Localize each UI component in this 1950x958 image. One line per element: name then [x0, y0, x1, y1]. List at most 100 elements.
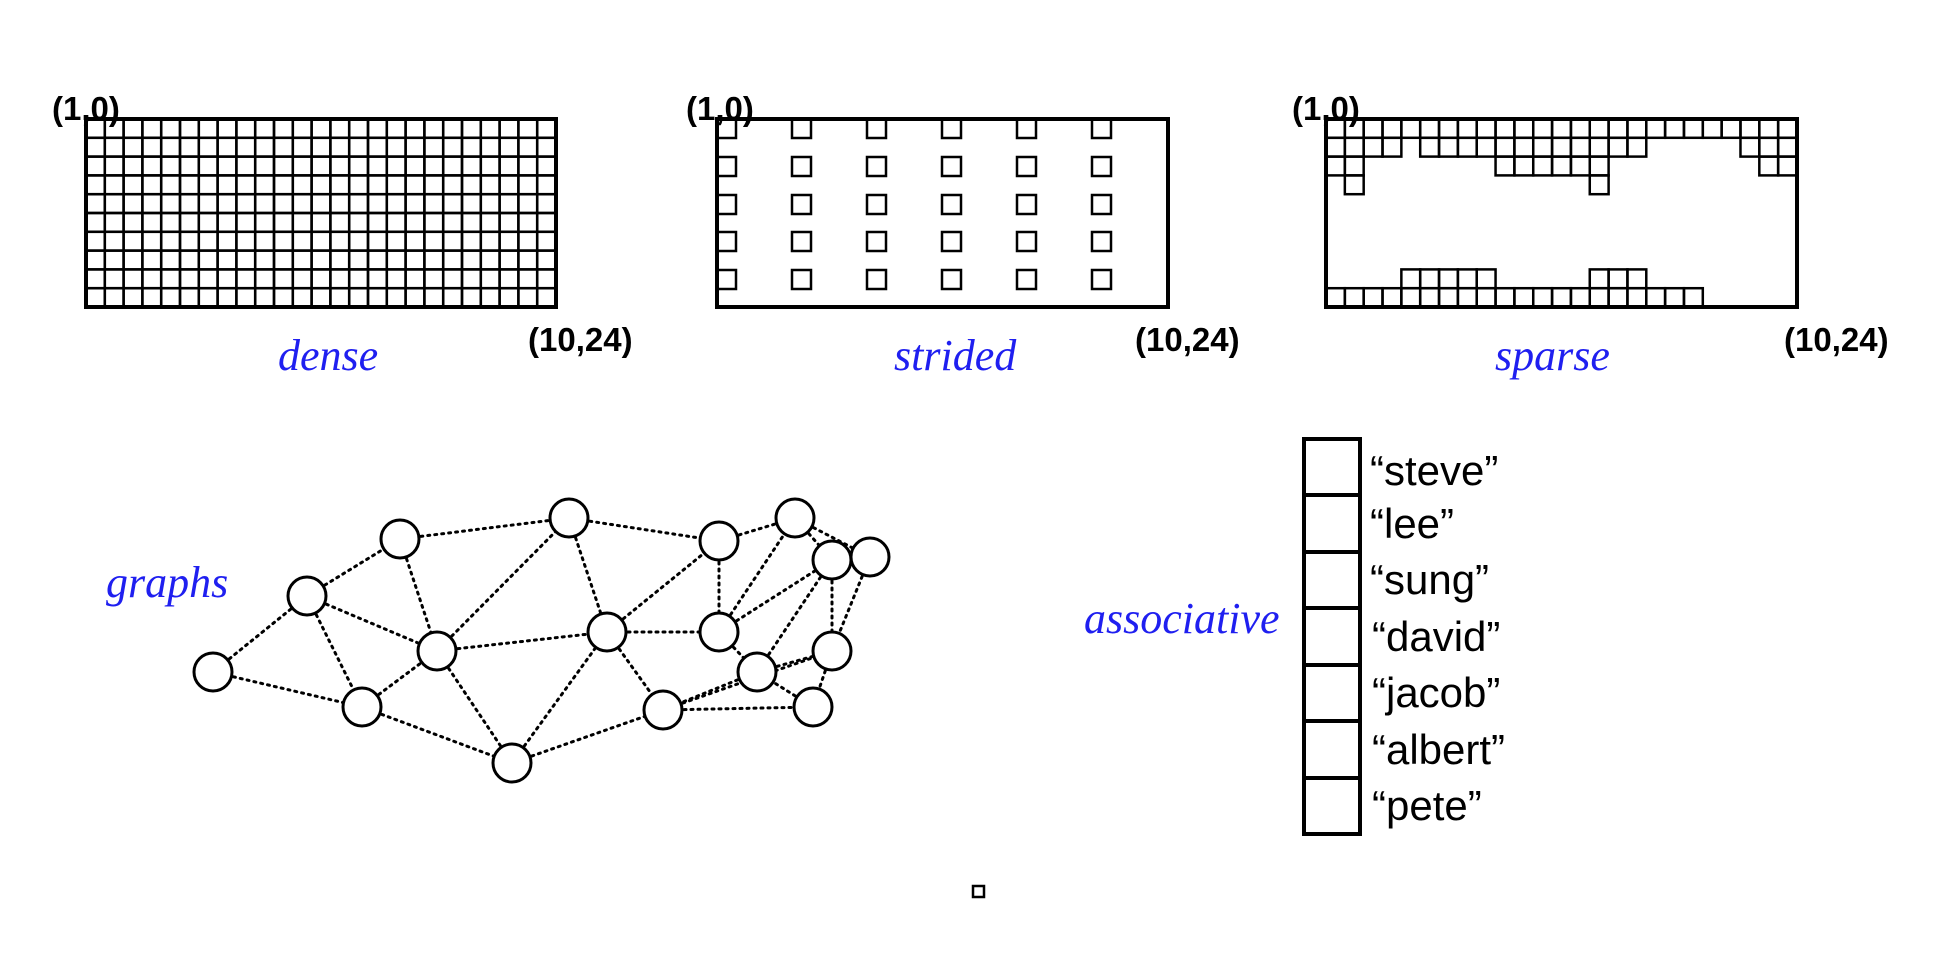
dense-cell — [347, 286, 370, 309]
sparse-cell — [1513, 117, 1535, 140]
dense-cell — [272, 155, 295, 177]
dense-cell — [178, 211, 201, 234]
dense-cell — [347, 117, 370, 140]
dense-cell — [291, 211, 313, 234]
dense-cell — [441, 136, 464, 158]
strided-cell — [865, 155, 888, 178]
strided-cell — [1090, 268, 1113, 291]
dense-cell — [84, 230, 107, 252]
sparse-cell — [1531, 155, 1554, 177]
dense-cell — [498, 211, 520, 234]
dense-cell — [347, 136, 370, 158]
dense-cell — [197, 117, 219, 140]
dense-cell — [310, 155, 332, 177]
sparse-cell — [1418, 268, 1441, 290]
strided-cell — [1090, 117, 1113, 140]
sparse-cell — [1456, 117, 1478, 140]
graph-node — [491, 742, 533, 784]
dense-cell — [235, 230, 257, 252]
dense-cell — [385, 249, 407, 271]
associative-slot — [1302, 719, 1362, 780]
sparse-cell — [1758, 136, 1780, 158]
dense-cell — [423, 268, 445, 290]
dense-cell — [291, 136, 313, 158]
dense-cell — [84, 286, 107, 309]
dense-cell — [122, 249, 144, 271]
dense-cell — [141, 174, 163, 196]
dense-cell — [197, 174, 219, 196]
strided-cell — [790, 155, 813, 178]
sparse-cell — [1343, 136, 1365, 158]
associative-key: “jacob” — [1372, 669, 1500, 716]
dense-cell — [479, 268, 501, 290]
dense-cell — [291, 230, 313, 252]
sparse-cell — [1456, 268, 1478, 290]
dense-cell — [423, 192, 445, 215]
sparse-cell — [1550, 117, 1573, 140]
dense-cell — [347, 155, 370, 177]
dense-cell — [253, 268, 276, 290]
sparse-cell — [1626, 117, 1648, 140]
dense-cell — [441, 117, 464, 140]
graph-node — [642, 689, 684, 731]
dense-end-label: (10,24) — [528, 321, 633, 358]
strided-end-label: (10,24) — [1135, 321, 1240, 358]
dense-cell — [141, 117, 163, 140]
dense-cell — [479, 136, 501, 158]
graph-edge — [360, 705, 514, 765]
associative-key: “steve” — [1370, 447, 1498, 494]
dense-cell — [84, 136, 107, 158]
sparse-cell — [1494, 286, 1516, 309]
associative-panel: associative “steve” “lee” “sung” “david”… — [1084, 437, 1505, 836]
dense-cell — [216, 174, 238, 196]
dense-cell — [517, 230, 539, 252]
dense-cell — [197, 136, 219, 158]
sparse-cell — [1588, 268, 1610, 290]
dense-cell — [329, 286, 351, 309]
sparse-cell — [1607, 136, 1629, 158]
dense-cell — [423, 286, 445, 309]
strided-cell — [1015, 193, 1038, 216]
sparse-cell — [1569, 286, 1592, 309]
dense-panel: (1,0) (10,24) dense — [52, 90, 633, 380]
dense-cell — [122, 268, 144, 290]
sparse-cell — [1720, 117, 1742, 140]
graph-edge — [435, 649, 514, 765]
dense-cell — [498, 286, 520, 309]
dense-cell — [479, 174, 501, 196]
dense-cell — [235, 136, 257, 158]
strided-cell — [790, 193, 813, 216]
strided-frame — [715, 117, 1170, 309]
sparse-cell — [1776, 136, 1799, 158]
dense-cell — [178, 174, 201, 196]
graph-edge — [510, 708, 665, 765]
dense-cell — [498, 174, 520, 196]
sparse-cell — [1400, 117, 1422, 140]
dense-cell — [235, 286, 257, 309]
dense-cell — [329, 249, 351, 271]
dense-cell — [385, 174, 407, 196]
strided-cell — [940, 117, 963, 140]
dense-cell — [197, 155, 219, 177]
dense-cell — [347, 174, 370, 196]
dense-cell — [329, 136, 351, 158]
sparse-cell — [1569, 117, 1592, 140]
dense-cell — [122, 117, 144, 140]
strided-cells — [715, 117, 1113, 291]
sparse-cell — [1362, 136, 1384, 158]
strided-caption: strided — [894, 331, 1017, 380]
graph-node — [192, 651, 234, 693]
dense-cell — [216, 136, 238, 158]
dense-cell — [441, 155, 464, 177]
dense-cell — [159, 230, 182, 252]
dense-cell — [517, 268, 539, 290]
sparse-frame — [1324, 117, 1799, 309]
associative-slot — [1302, 493, 1362, 554]
strided-cell — [1015, 155, 1038, 178]
dense-cell — [103, 155, 125, 177]
dense-cell — [329, 268, 351, 290]
dense-caption: dense — [278, 331, 378, 380]
sparse-cell — [1437, 286, 1460, 309]
dense-cell — [84, 268, 107, 290]
strided-cell — [940, 155, 963, 178]
